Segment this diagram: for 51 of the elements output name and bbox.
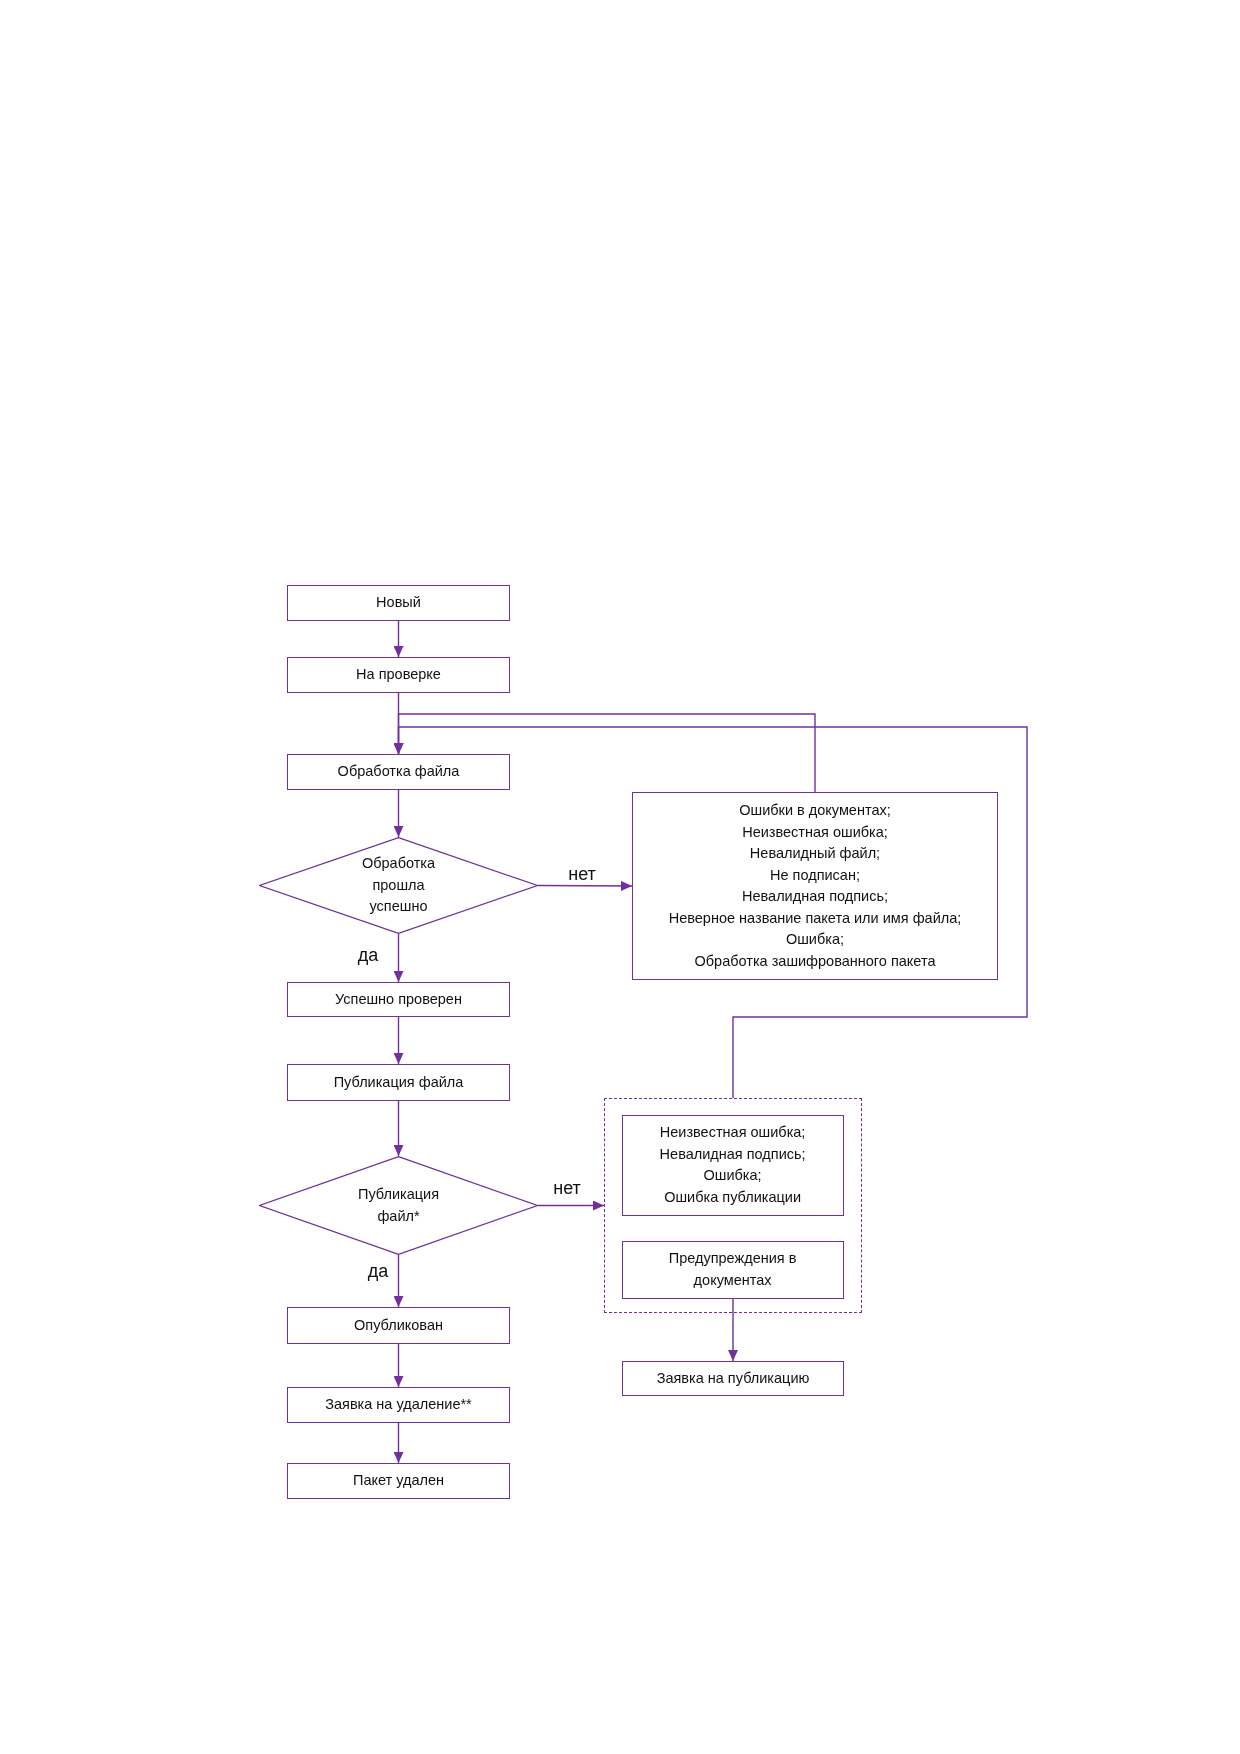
status-label: Опубликован (354, 1315, 443, 1335)
status-label: Новый (376, 593, 421, 613)
error-list-item: Неизвестная ошибка; (742, 822, 888, 842)
return-arrow (393, 726, 1028, 1099)
flow-arrow (393, 789, 404, 838)
decision-diamond (259, 1156, 538, 1255)
process-box (632, 792, 998, 980)
process-box (622, 1361, 844, 1396)
flow-arrow (393, 1422, 404, 1464)
process-box (287, 1387, 510, 1423)
error-list-item: Невалидная подпись; (742, 887, 888, 906)
process-box (287, 657, 510, 693)
process-box (287, 585, 510, 621)
condition-label: Публикация файл* (356, 1185, 440, 1226)
process-box (287, 754, 510, 790)
flow-arrow (728, 1298, 738, 1362)
process-box (287, 1307, 510, 1344)
status-label: Заявка на публикацию (656, 1368, 810, 1388)
status-label: Публикация файла (333, 1072, 464, 1092)
error-list-item: Ошибка; (785, 930, 845, 949)
status-label: Успешно проверен (335, 989, 462, 1009)
process-box (621, 1240, 844, 1299)
process-box (287, 1463, 510, 1499)
flow-arrow (393, 1254, 404, 1308)
flow-arrow (393, 620, 404, 658)
flow-arrow (537, 1200, 605, 1211)
status-label: Заявка на удаление** (325, 1395, 472, 1415)
status-label: Предупреждения в документах (667, 1249, 798, 1290)
status-label: Обработка файла (337, 762, 460, 782)
flow-arrow (393, 933, 404, 983)
error-list-item: Не подписан; (770, 865, 860, 885)
process-box (287, 1064, 510, 1101)
decision-diamond (259, 837, 538, 934)
flow-arrow (537, 880, 633, 891)
condition-label: Обработка прошла успешно (360, 854, 437, 917)
error-list-item: Невалидная подпись; (659, 1144, 806, 1164)
error-list-item: Ошибка публикации (664, 1187, 801, 1207)
error-list-item: Ошибки в документах; (739, 801, 891, 820)
status-label: Пакет удален (352, 1471, 445, 1491)
flow-arrow (393, 1343, 404, 1388)
error-list-item: Невалидный файл; (749, 844, 881, 863)
status-label: На проверке (356, 665, 441, 685)
flow-arrow (393, 1100, 404, 1157)
dashed-group-frame (604, 1098, 862, 1313)
process-box (621, 1114, 844, 1216)
flow-arrow (393, 1016, 404, 1065)
process-box (287, 982, 510, 1017)
error-list-item: Неизвестная ошибка; (659, 1123, 806, 1143)
error-list-item: Обработка зашифрованного пакета (694, 951, 936, 971)
error-list-item: Ошибка; (703, 1166, 762, 1186)
error-list-item: Неверное название пакета или имя файла; (668, 908, 962, 928)
